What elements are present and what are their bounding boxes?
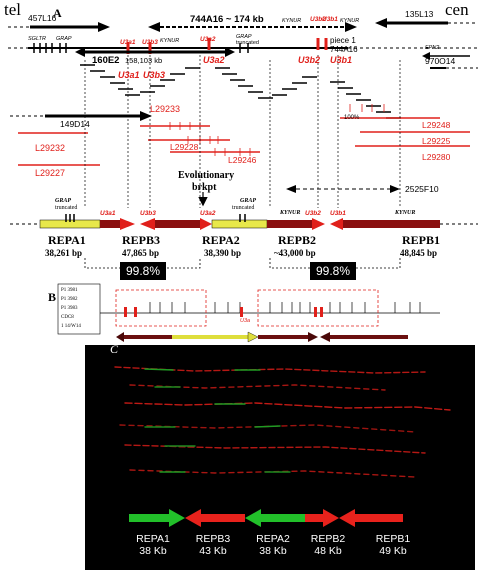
panel-c-repa1-size: 38 Kb <box>139 545 167 557</box>
panel-c-repb2-size: 48 Kb <box>314 545 342 557</box>
panel-a-label: A <box>53 6 62 20</box>
repeat-size-repb2: ~43,000 bp <box>274 248 316 258</box>
clone-2525F10: 2525F10 <box>405 184 439 194</box>
repeat-u3b1: U3b1 <box>330 210 346 217</box>
u3a1-mid: U3a1 <box>118 70 140 80</box>
repeat-u3a1: U3a1 <box>100 210 116 217</box>
panel-c-repb1-size: 49 Kb <box>379 545 407 557</box>
panel-c-repa1: REPA1 38 Kb <box>125 533 181 557</box>
panel-c-repa1-name: REPA1 <box>136 533 170 545</box>
gene-kynur-top1: KYNUR <box>282 18 302 24</box>
repeat-name-repb3: REPB3 <box>122 233 161 247</box>
u3b1-mid: U3b1 <box>330 55 353 65</box>
repeat-grap-t2: GRAP <box>240 198 257 204</box>
probe-4: CDC8 <box>61 315 74 320</box>
repeat-u3a2: U3a2 <box>200 210 216 217</box>
gene-kynur-top2: KYNUR <box>340 18 360 24</box>
panel-c-repb3-name: REPB3 <box>195 533 231 545</box>
cosmid-L29248: L29248 <box>422 120 451 130</box>
panel-c-repb3-size: 43 Kb <box>199 545 227 557</box>
clone-970O14: 970O14 <box>425 56 456 66</box>
clone-135L13: 135L13 <box>405 9 434 19</box>
repeat-name-repa2: REPA2 <box>202 233 240 247</box>
repeat-kynur-b: KYNUR <box>395 210 416 216</box>
gene-grap-truncated: GRAP <box>236 34 252 40</box>
identity-badge-left: 99.8% <box>120 262 167 280</box>
repeat-size-repa1: 38,261 bp <box>45 248 83 258</box>
probe-2: P1 3982 <box>61 297 78 302</box>
evo-breakpoint-line1: Evolutionary <box>178 170 235 181</box>
evo-breakpoint-line2: brkpt <box>192 182 217 193</box>
panel-c-repa2: REPA2 38 Kb <box>245 533 301 557</box>
piece-1-clone: 744A16 <box>330 45 358 54</box>
probe-3: P1 3983 <box>61 306 78 311</box>
identity-badge-right: 99.8% <box>310 262 357 280</box>
u3b2-mid: U3b2 <box>298 55 321 65</box>
u3b1-top: U3b1 <box>322 16 338 23</box>
cosmid-L29232: L29232 <box>35 143 66 153</box>
repeat-size-repb3: 47,865 bp <box>122 248 160 258</box>
probe-1: P1 3981 <box>61 288 78 293</box>
gene-sglt: SGLTR <box>28 36 46 42</box>
cosmid-L29227: L29227 <box>35 168 66 178</box>
cosmid-L29228: L29228 <box>170 142 199 152</box>
repeat-grap-t1: GRAP <box>55 198 72 204</box>
cosmid-L29225: L29225 <box>422 136 451 146</box>
fiber-fish-signals <box>114 366 451 527</box>
u3b3-mid: U3b3 <box>143 70 166 80</box>
panel-c-repb2: REPB2 48 Kb <box>300 533 356 557</box>
u3a2-mid: U3a2 <box>203 55 225 65</box>
gene-grap: GRAP <box>56 36 72 42</box>
repeat-u3b2: U3b2 <box>305 210 321 217</box>
u3b2-top: U3b2 <box>310 16 326 23</box>
panel-c-repa2-name: REPA2 <box>256 533 290 545</box>
panel-b-graphic <box>57 283 440 343</box>
clone-744A16: 744A16 ~ 174 kb <box>190 14 264 25</box>
repeat-name-repb1: REPB1 <box>402 233 441 247</box>
piece-1-label: piece 1 <box>330 36 356 45</box>
u3a1-top: U3a1 <box>120 39 136 46</box>
telomere-label: tel <box>4 0 21 19</box>
panel-c-label: C <box>110 342 119 356</box>
panel-c-repa2-size: 38 Kb <box>259 545 287 557</box>
clone-160E2: 160E2 <box>92 55 120 66</box>
cosmid-L29233: L29233 <box>150 104 181 114</box>
identity-100: 100% <box>344 115 360 121</box>
repeat-size-repb1: 48,845 bp <box>400 248 438 258</box>
panel-a-graphic <box>8 18 480 269</box>
clone-160E2-size: 158,103 kb <box>125 56 163 65</box>
repeat-u3b3: U3b3 <box>140 210 156 217</box>
repeat-name-repb2: REPB2 <box>278 233 317 247</box>
clone-457L16: 457L16 <box>28 13 57 23</box>
panel-c-repb1: REPB1 49 Kb <box>365 533 421 557</box>
clone-149D14: 149D14 <box>60 119 90 129</box>
gene-grap-truncated-sub: truncated <box>236 40 259 46</box>
cosmid-L29280: L29280 <box>422 152 451 162</box>
repeat-grap-t1-sub: truncated <box>55 205 78 211</box>
cosmid-L29246: L29246 <box>228 155 257 165</box>
panel-c-repb3: REPB3 43 Kb <box>185 533 241 557</box>
repeat-size-repa2: 38,390 bp <box>204 248 242 258</box>
panel-c-repb1-name: REPB1 <box>375 533 411 545</box>
repeat-kynur-a: KYNUR <box>280 210 301 216</box>
repeat-name-repa1: REPA1 <box>48 233 86 247</box>
fiber-fish-image: C REPA1 38 Kb REPB3 43 Kb REPA2 38 Kb RE… <box>85 342 475 570</box>
panel-b-label: B <box>48 290 57 304</box>
repeat-grap-t2-sub: truncated <box>232 205 255 211</box>
u3b3-top: U3b3 <box>142 39 158 46</box>
gene-epn2: EPN2 <box>425 45 440 51</box>
centromere-label: cen <box>445 0 469 19</box>
panel-c-repb2-name: REPB2 <box>310 533 346 545</box>
panel-b-u3a: U3a <box>240 318 251 324</box>
probe-5: 1 14/W14 <box>61 324 81 329</box>
gene-kynur-left: KYNUR <box>160 38 180 44</box>
u3a2-top: U3a2 <box>200 36 216 43</box>
